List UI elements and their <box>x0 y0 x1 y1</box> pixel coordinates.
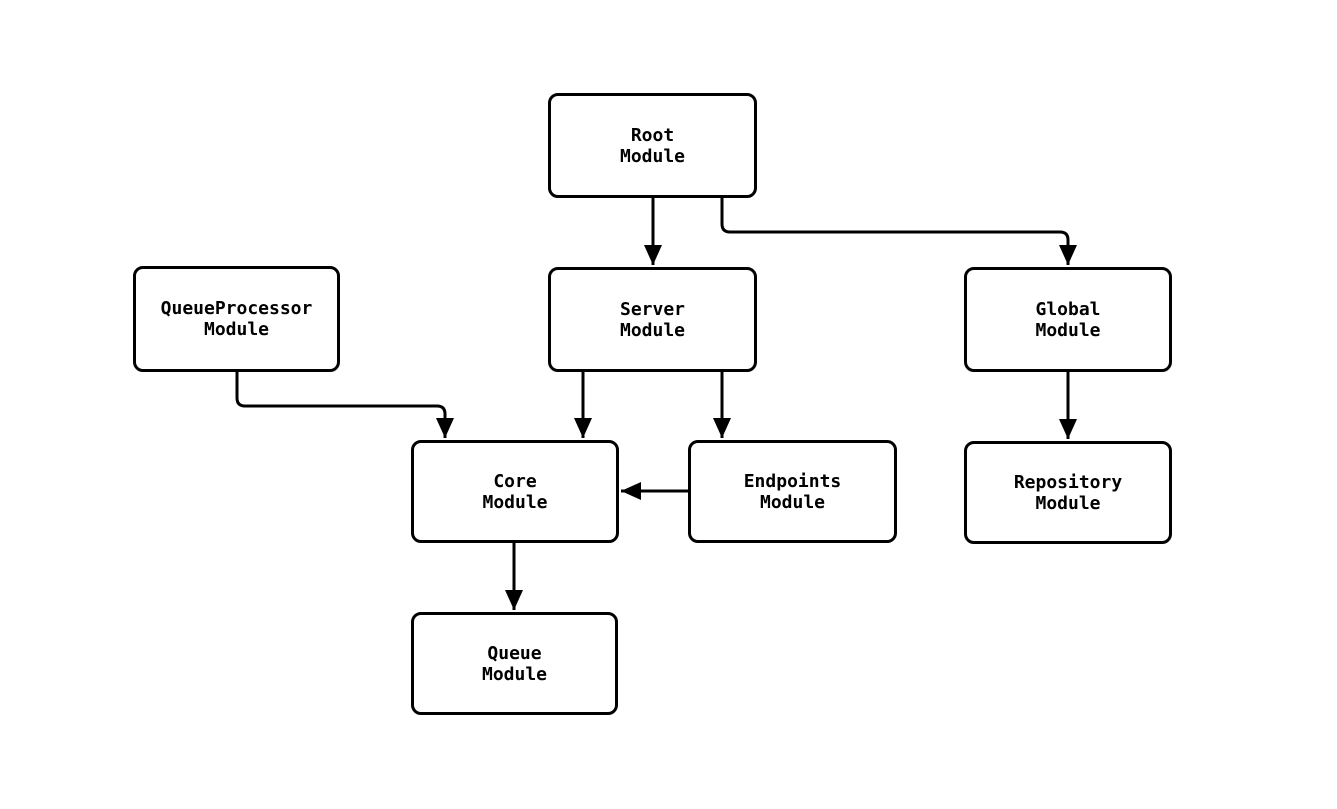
node-core-module-label-line: Core <box>493 470 537 492</box>
node-server-module-label-line: Module <box>619 319 686 341</box>
node-repository-module-label-line: Repository <box>1013 471 1123 493</box>
edge-root-module-to-global-module <box>720 198 1077 265</box>
node-core-module-label-line: Module <box>482 491 548 513</box>
node-global-module-label-line: Module <box>1035 319 1101 341</box>
node-root-module-label-line: Module <box>619 145 686 167</box>
node-endpoints-module-label-line: Module <box>759 491 826 513</box>
node-root-module-label-line: Root <box>630 124 675 146</box>
node-queue-module-label-line: Queue <box>487 642 542 664</box>
node-server-module-label-line: Server <box>619 298 686 320</box>
node-queueprocessor-module-label-line: Module <box>203 319 270 340</box>
node-queue-module-label-line: Module <box>481 663 548 685</box>
node-repository-module-label-line: Module <box>1035 492 1101 514</box>
edge-queueprocessor-module-to-core-module <box>235 372 454 438</box>
node-queueprocessor-module-label-line: QueueProcessor <box>160 298 313 319</box>
node-global-module-label-line: Global <box>1035 298 1101 320</box>
node-endpoints-module-label-line: Endpoints <box>743 470 842 492</box>
